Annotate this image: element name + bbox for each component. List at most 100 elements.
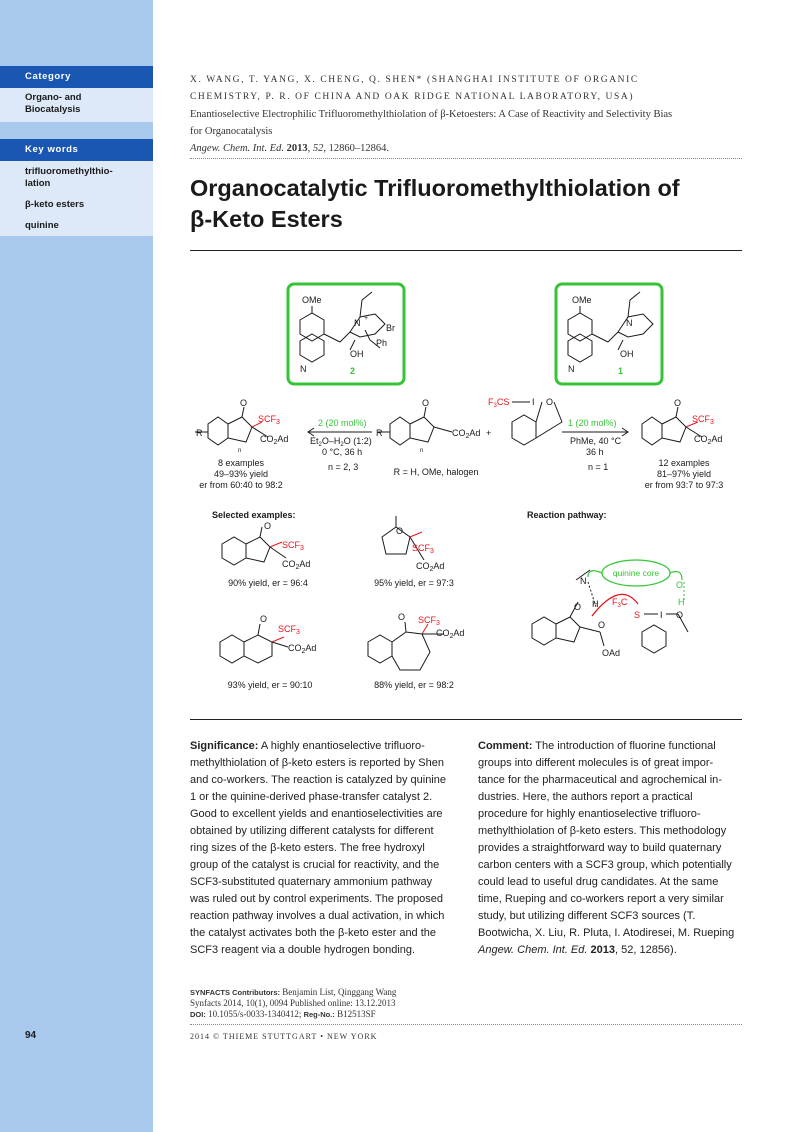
scheme-label: Ad (433, 561, 444, 571)
keywords-list: trifluoromethylthio- lation β-keto ester… (0, 161, 153, 236)
scheme-label: CO (282, 559, 296, 569)
doi-value: 10.1055/s-0033-1340412; (205, 1009, 304, 1019)
r-definition: R = H, OMe, halogen (394, 467, 479, 477)
scheme-label: 3 (296, 629, 300, 636)
category-value: Organo- and Biocatalysis (0, 88, 153, 122)
plus-label: + (486, 428, 491, 438)
bond-line (421, 623, 429, 635)
left-catalyst-condition: 2 (20 mol%) (318, 418, 367, 428)
scf3-label: SCF3 (258, 414, 280, 426)
bond-line (259, 526, 263, 538)
right-summary-line: 12 examples (658, 458, 710, 468)
bond-line (641, 416, 663, 446)
bond-line (245, 536, 271, 563)
comment-ref-year: 2013 (590, 944, 615, 956)
bond-line (535, 421, 563, 439)
bond-line (219, 634, 245, 664)
category-header: Category (0, 66, 153, 88)
bond-line (271, 636, 285, 643)
scheme-label: 3 (710, 419, 714, 426)
bond-line (409, 416, 435, 443)
bond-line (599, 631, 605, 647)
ring (299, 333, 325, 363)
catalyst-2-number: 2 (350, 366, 355, 376)
h-label: H (678, 597, 685, 607)
bond-line (323, 333, 341, 343)
bond-line (567, 333, 593, 363)
scheme-label: 3 (618, 603, 622, 609)
o-label: O (598, 620, 605, 630)
bond-line (579, 626, 601, 633)
i-label: I (532, 397, 535, 407)
co2ad-label: CO2Ad (260, 434, 288, 446)
n-subscript: n (420, 448, 423, 454)
bond-line (433, 426, 453, 433)
right-condition-3: n = 1 (588, 462, 608, 472)
bond-line (269, 546, 287, 559)
bond-line (511, 414, 537, 446)
scheme-label: Et (310, 436, 319, 446)
o-label: O (676, 610, 683, 620)
bond-line (587, 581, 597, 608)
keyword: trifluoromethylthio- lation (25, 166, 143, 190)
journal-year: 2013 (286, 143, 308, 154)
left-summary-line: er from 60:40 to 98:2 (199, 480, 283, 490)
co2ad-label: CO2Ad (282, 559, 310, 571)
sidebar: Category Organo- and Biocatalysis Key wo… (0, 0, 153, 1132)
scheme-label: CO (260, 434, 274, 444)
bond-line (369, 339, 381, 349)
right-condition-1: PhMe, 40 °C (570, 436, 622, 446)
scheme-label: 2 (708, 439, 712, 446)
significance-paragraph: Significance: A highly enantioselective … (190, 738, 448, 959)
bond-line (389, 416, 411, 446)
bond-line (675, 406, 679, 418)
scf3-label: SCF3 (418, 615, 440, 627)
scheme-label: SCF (692, 414, 711, 424)
bond-line (621, 427, 629, 437)
bond-line (339, 331, 351, 343)
divider (190, 250, 742, 251)
page-title: Organocatalytic Trifluoromethylthiolatio… (190, 173, 750, 235)
bond-line (629, 291, 641, 301)
co2ad-label: CO2Ad (694, 434, 722, 446)
co2ad-label: CO2Ad (416, 561, 444, 573)
h-label: H (592, 599, 599, 609)
bond-line (627, 299, 631, 318)
divider (190, 1024, 742, 1025)
left-condition-2: 0 °C, 36 h (322, 447, 362, 457)
paper-title-line: Enantioselective Electrophilic Trifluoro… (190, 109, 673, 120)
contributors-line: SYNFACTS Contributors: Benjamin List, Qi… (190, 987, 460, 998)
scheme-label: SCF (278, 624, 297, 634)
o-label: O (396, 526, 403, 536)
bond-line (391, 631, 431, 671)
n-label: N (568, 364, 575, 374)
scheme-label: 2 (296, 564, 300, 571)
o-label: O (260, 614, 267, 624)
scheme-label: 2 (466, 433, 470, 440)
bond-line (257, 623, 261, 636)
right-summary-line: er from 93:7 to 97:3 (645, 480, 724, 490)
f3c-label: F3C (612, 597, 628, 609)
scheme-label: CO (452, 428, 466, 438)
journal-reference: Angew. Chem. Int. Ed. 2013, 52, 12860–12… (190, 143, 389, 154)
scheme-label: CO (436, 628, 450, 638)
contributors-names: Benjamin List, Qinggang Wang (280, 987, 397, 997)
ome-label: OMe (302, 295, 322, 305)
catalyst-1-number: 1 (618, 366, 623, 376)
bond-line (241, 406, 245, 418)
bond-line (641, 624, 667, 654)
i-label: I (660, 610, 663, 620)
bond-line (587, 570, 603, 578)
oad-label: OAd (602, 648, 620, 658)
scheme-label: 3 (494, 403, 498, 409)
comment-ref-rest: , 52, 12856). (615, 944, 677, 956)
right-condition-2: 36 h (586, 447, 604, 457)
ome-label: OMe (572, 295, 592, 305)
bond-line (359, 299, 363, 318)
example-4-result: 88% yield, er = 98:2 (374, 680, 454, 690)
o-label: O (676, 580, 683, 590)
scheme-label: F (488, 397, 494, 407)
bond-line (251, 421, 263, 428)
reg-value: B12513SF (334, 1009, 376, 1019)
bond-line (307, 427, 315, 437)
